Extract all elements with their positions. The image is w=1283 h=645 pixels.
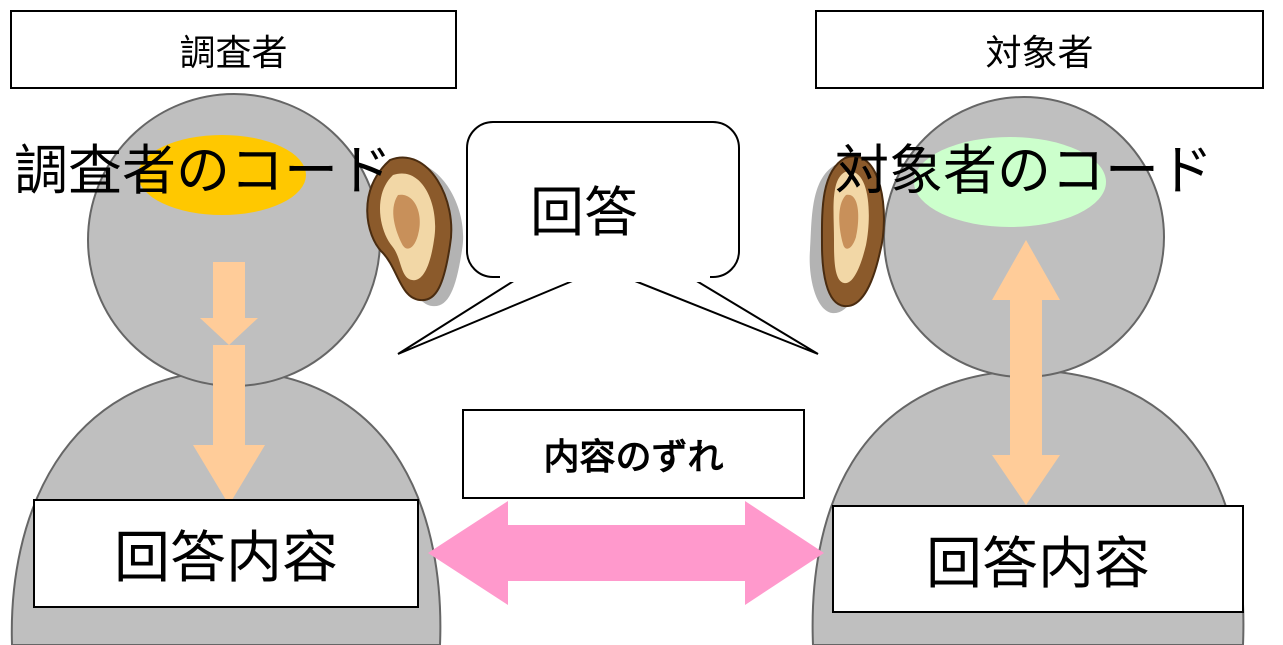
speech-bubble-tail-right	[624, 276, 819, 355]
mismatch-arrow	[428, 501, 824, 605]
investigator-code-label: 調査者のコード	[14, 139, 392, 202]
investigator-role-label: 調査者	[179, 32, 288, 74]
subject-code-highlight	[914, 137, 1106, 227]
content-gap-text: 内容のずれ	[543, 437, 724, 478]
investigator-answer-text: 回答内容	[114, 526, 338, 591]
subject-code-label: 対象者のコード	[835, 139, 1213, 202]
subject-answer-text: 回答内容	[926, 531, 1150, 597]
investigator-vertical-arrow	[200, 262, 258, 345]
subject-vertical-arrow	[992, 240, 1060, 505]
left-ear-icon	[366, 156, 464, 307]
subject-answer-box: 回答内容	[832, 505, 1244, 613]
speech-bubble-text: 回答	[530, 181, 638, 244]
subject-role-box: 対象者	[815, 10, 1264, 89]
investigator-answer-box: 回答内容	[33, 499, 419, 608]
speech-bubble	[397, 121, 819, 355]
investigator-role-box: 調査者	[10, 10, 457, 89]
right-ear-icon	[809, 155, 885, 314]
investigator-code-highlight	[138, 135, 306, 215]
subject-role-label: 対象者	[985, 32, 1094, 74]
content-gap-label: 内容のずれ	[462, 409, 805, 499]
investigator-vertical-arrow-shaft	[193, 345, 265, 505]
